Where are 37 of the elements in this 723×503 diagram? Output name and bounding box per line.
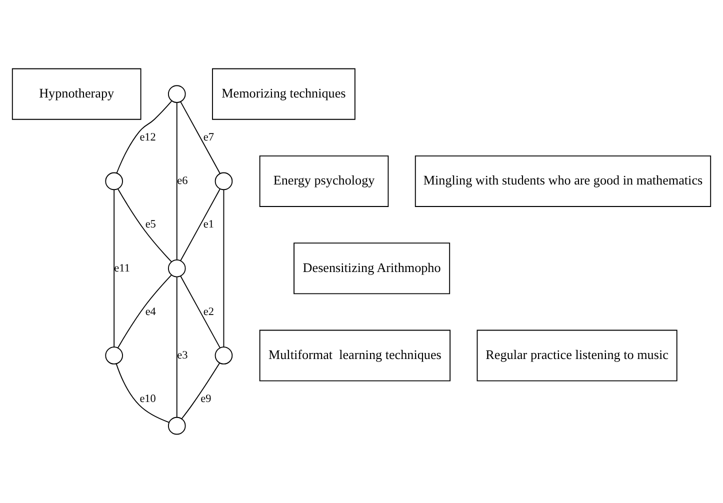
- connector: [118, 188, 172, 262]
- node-box: Energy psychology: [259, 155, 389, 207]
- connector: [180, 101, 220, 174]
- edge-label: e2: [203, 306, 214, 318]
- node-circle: [105, 346, 123, 364]
- node-box: Desensitizing Arithmopho: [294, 242, 450, 294]
- edge-label: e10: [140, 393, 156, 406]
- node-box: Mingling with students who are good in mathematics: [414, 155, 712, 207]
- node-box: Multiformat learning techniques: [259, 330, 451, 382]
- edge-label: e9: [200, 393, 212, 406]
- node-box: Memorizing techniques: [212, 68, 356, 120]
- edge-label: e6: [177, 175, 188, 188]
- edge-label: e5: [145, 218, 156, 231]
- connector: [180, 188, 221, 261]
- connector: [114, 190, 115, 348]
- node-circle: [214, 172, 233, 190]
- connector: [223, 190, 224, 348]
- edge-label: e11: [114, 262, 130, 274]
- node-box: Hypnotherapy: [12, 68, 142, 120]
- node-circle: [168, 259, 186, 278]
- edge-label: e1: [203, 218, 214, 231]
- connector: [116, 100, 172, 174]
- edge-label: e7: [203, 132, 214, 144]
- node-circle: [105, 172, 123, 190]
- connector: [180, 276, 220, 348]
- connector: [181, 362, 220, 420]
- edge-label: e3: [177, 349, 188, 362]
- edge-label: e4: [145, 306, 156, 318]
- node-circle: [168, 85, 186, 103]
- connector: [176, 276, 178, 418]
- node-circle: [214, 346, 233, 364]
- connector: [176, 102, 178, 260]
- connector: [118, 274, 172, 348]
- node-circle: [168, 416, 186, 435]
- edge-label: e12: [140, 132, 156, 144]
- node-box: Regular practice listening to music: [476, 330, 678, 382]
- connector: [116, 363, 170, 423]
